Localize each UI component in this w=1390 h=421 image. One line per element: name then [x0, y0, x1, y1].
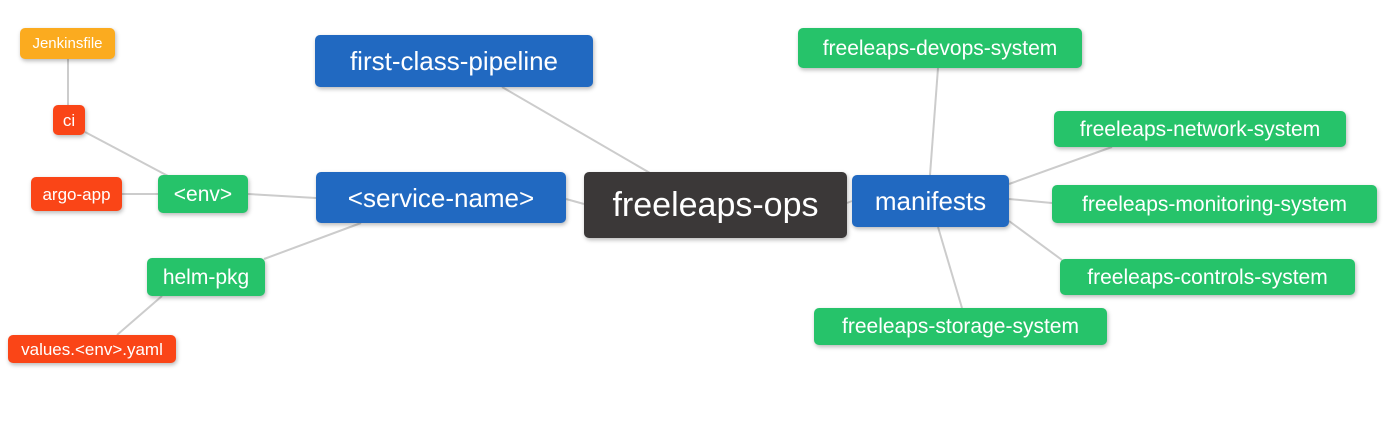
edge-ci--env	[84, 131, 169, 177]
mindmap-node-freeleaps-network-system[interactable]: freeleaps-network-system	[1054, 111, 1346, 147]
node-label: freeleaps-ops	[612, 186, 819, 224]
edge-first-class-pipeline--freeleaps-ops	[501, 86, 651, 174]
node-label: <env>	[173, 182, 233, 206]
mindmap-node-freeleaps-controls-system[interactable]: freeleaps-controls-system	[1060, 259, 1355, 295]
edge-service-name--freeleaps-ops	[565, 198, 585, 205]
mindmap-node-first-class-pipeline[interactable]: first-class-pipeline	[315, 35, 593, 87]
node-label: freeleaps-network-system	[1079, 117, 1321, 141]
node-label: ci	[62, 110, 76, 130]
mindmap-node-service-name[interactable]: <service-name>	[316, 172, 566, 223]
edge-freeleaps-devops-system--manifests	[929, 67, 939, 176]
edge-helm-pkg--values-env-yaml	[116, 295, 163, 336]
mindmap-node-freeleaps-storage-system[interactable]: freeleaps-storage-system	[814, 308, 1107, 345]
mindmap-node-freeleaps-monitoring-system[interactable]: freeleaps-monitoring-system	[1052, 185, 1377, 223]
node-label: freeleaps-devops-system	[822, 36, 1058, 60]
node-label: argo-app	[42, 184, 111, 204]
edge-manifests--freeleaps-controls-system	[1008, 220, 1063, 261]
node-label: manifests	[874, 186, 987, 216]
mindmap-node-freeleaps-devops-system[interactable]: freeleaps-devops-system	[798, 28, 1082, 68]
edge-helm-pkg--service-name	[263, 222, 362, 260]
mindmap-node-jenkinsfile[interactable]: Jenkinsfile	[20, 28, 115, 59]
node-label: helm-pkg	[162, 265, 250, 289]
mindmap-node-env[interactable]: <env>	[158, 175, 248, 213]
edge-env--service-name	[247, 193, 317, 199]
node-label: <service-name>	[347, 182, 535, 213]
node-label: first-class-pipeline	[349, 46, 559, 76]
node-label: freeleaps-storage-system	[842, 315, 1079, 338]
mindmap-node-manifests[interactable]: manifests	[852, 175, 1009, 227]
mindmap-node-values-env-yaml[interactable]: values.<env>.yaml	[8, 335, 176, 363]
mindmap-node-argo-app[interactable]: argo-app	[31, 177, 122, 211]
edge-manifests--freeleaps-storage-system	[937, 226, 963, 309]
mindmap-node-ci[interactable]: ci	[53, 105, 85, 135]
node-label: Jenkinsfile	[32, 35, 103, 52]
node-label: freeleaps-monitoring-system	[1082, 192, 1347, 216]
node-label: values.<env>.yaml	[21, 339, 163, 359]
edge-manifests--freeleaps-monitoring-system	[1008, 198, 1053, 204]
mindmap-node-freeleaps-ops[interactable]: freeleaps-ops	[584, 172, 847, 238]
node-label: freeleaps-controls-system	[1087, 265, 1328, 289]
mindmap-node-helm-pkg[interactable]: helm-pkg	[147, 258, 265, 296]
edge-manifests--freeleaps-network-system	[1008, 146, 1113, 185]
